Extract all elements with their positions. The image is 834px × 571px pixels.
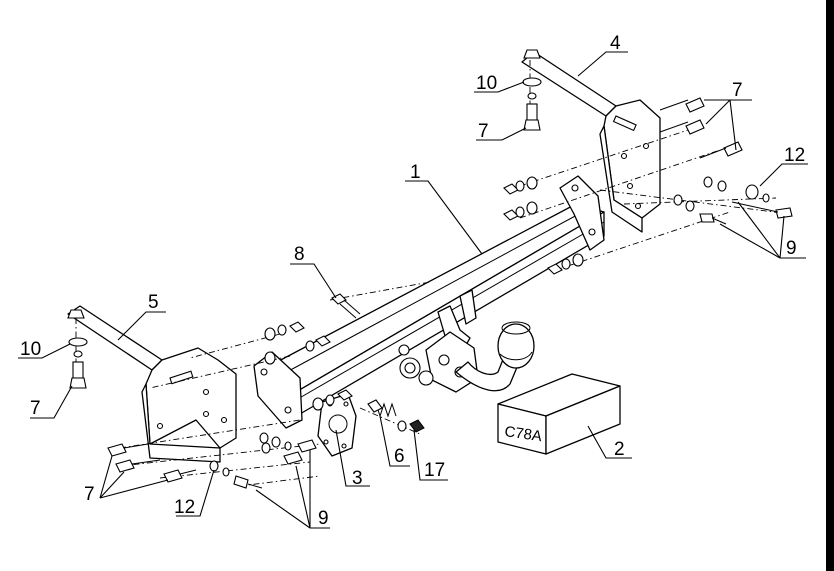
callout-5: 5 — [117, 292, 166, 341]
callout-2: 2 — [587, 425, 632, 460]
callout-label-3: 3 — [352, 468, 363, 489]
callout-label-1: 1 — [410, 162, 421, 183]
callout-7-top-left: 7 — [476, 121, 527, 142]
towball — [455, 321, 535, 392]
callout-label-9-bottom: 9 — [318, 508, 329, 529]
callout-label-4: 4 — [610, 33, 621, 54]
box-label: C78A — [503, 423, 543, 445]
bolts-left — [107, 432, 317, 489]
callout-label-9-right: 9 — [786, 238, 797, 259]
package-box-2: C78A — [497, 373, 621, 455]
nuts-washers-left — [264, 321, 353, 411]
callout-label-8: 8 — [294, 244, 305, 265]
callout-17: 17 — [413, 429, 448, 481]
callout-label-7-left: 7 — [30, 398, 41, 419]
left-vertical-bolt — [68, 337, 88, 389]
right-beam-plate — [559, 175, 605, 251]
callout-1: 1 — [405, 162, 483, 255]
callout-7-top-right: 7 — [704, 80, 752, 151]
callout-label-7-top-left: 7 — [478, 121, 489, 142]
callout-12-right: 12 — [759, 145, 808, 187]
callout-6: 6 — [379, 415, 410, 467]
callout-10-left: 10 — [18, 339, 71, 360]
callout-8: 8 — [290, 244, 337, 299]
spring-6 — [367, 399, 397, 418]
nut-17 — [397, 419, 425, 433]
callout-10-top: 10 — [474, 73, 525, 94]
callout-label-6: 6 — [394, 446, 405, 467]
right-bracket-4 — [521, 49, 661, 233]
callout-label-5: 5 — [148, 292, 159, 313]
callout-label-10-left: 10 — [20, 339, 41, 360]
callout-12-bottom: 12 — [174, 469, 215, 518]
callout-7-left: 7 — [30, 385, 73, 419]
callout-3: 3 — [335, 429, 370, 489]
callout-4: 4 — [577, 33, 628, 77]
socket-plate-3 — [317, 393, 357, 457]
callout-label-7-bottom-left: 7 — [84, 484, 95, 505]
callout-label-10-top: 10 — [476, 73, 497, 94]
nuts-washers-top — [503, 176, 584, 275]
callout-7-bottom-left: 7 — [84, 455, 169, 505]
left-bracket-5 — [67, 305, 237, 463]
callout-label-7-top-right: 7 — [732, 80, 743, 101]
callout-label-12-bottom: 12 — [174, 497, 195, 518]
right-edge-bar — [826, 0, 834, 571]
callout-label-17: 17 — [424, 460, 445, 481]
callout-label-12-right: 12 — [784, 145, 805, 166]
callout-label-2: 2 — [614, 439, 625, 460]
top-vertical-bolt — [522, 77, 542, 131]
callout-9-bottom: 9 — [255, 450, 330, 529]
callout-9-right: 9 — [719, 201, 806, 259]
bolts-right — [659, 97, 793, 225]
